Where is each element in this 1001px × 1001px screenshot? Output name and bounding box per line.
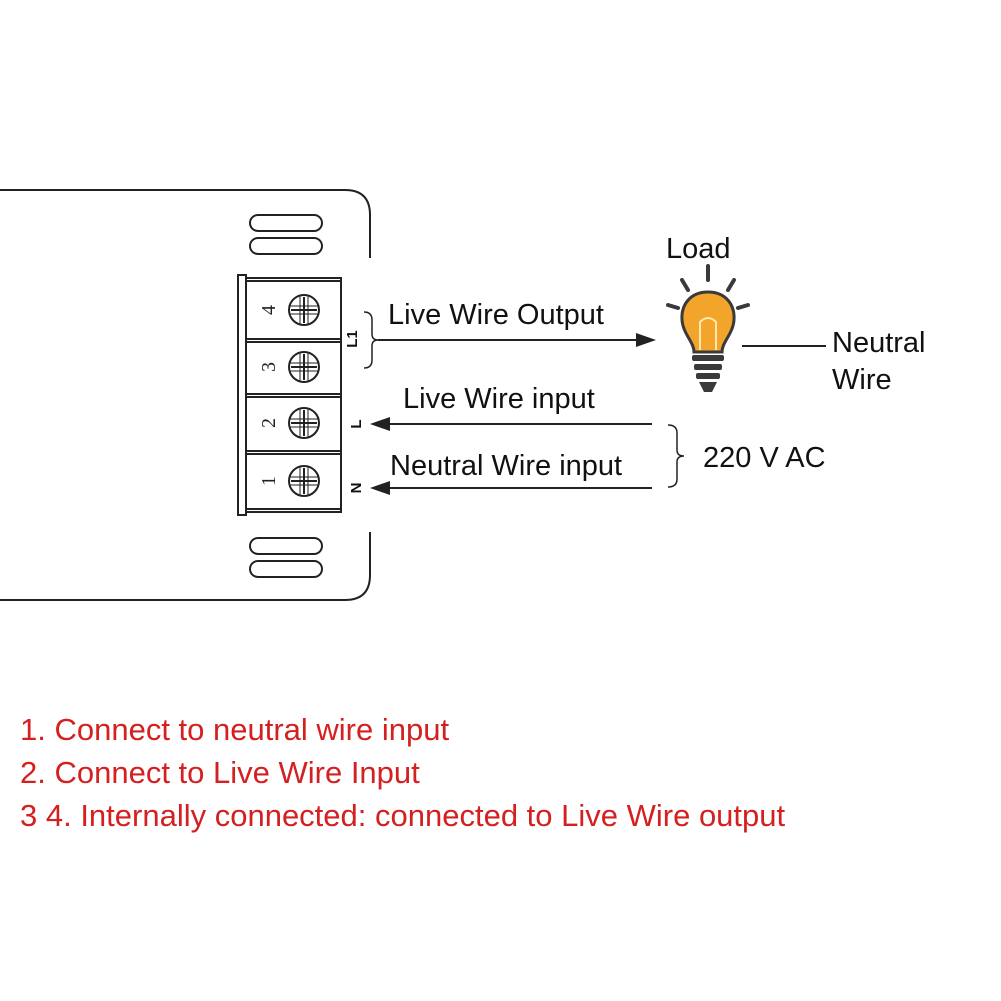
device-housing: [0, 189, 371, 601]
terminal-4-screw: [288, 294, 320, 326]
note-item: 3 4. Internally connected: connected to …: [20, 798, 786, 833]
bulb-base: [692, 355, 724, 392]
terminal-screws: [288, 294, 320, 497]
terminal-label-l: L: [348, 419, 365, 428]
note-item: 1. Connect to neutral wire input: [20, 712, 450, 747]
supply-voltage-label: 220 V AC: [703, 442, 826, 474]
note-item: 2. Connect to Live Wire Input: [20, 755, 420, 790]
live-wire-output-label: Live Wire Output: [388, 299, 604, 331]
terminal-number-2: 2: [258, 418, 280, 428]
terminal-3-screw: [288, 351, 320, 383]
supply-brace: [667, 424, 685, 488]
terminal-number-1: 1: [258, 476, 280, 486]
vent-slots-top: [249, 214, 323, 255]
terminal-label-l1: L1: [344, 330, 361, 348]
terminal-1-screw: [288, 465, 320, 497]
output-terminals-brace: [363, 311, 379, 369]
neutral-wire-label-line2: Wire: [832, 364, 892, 396]
live-wire-input-label: Live Wire input: [403, 383, 595, 415]
terminal-number-3: 3: [258, 362, 280, 372]
live-wire-output-arrow: [378, 333, 656, 347]
neutral-wire-label-line1: Neutral: [832, 327, 926, 359]
vent-slots-bottom: [249, 537, 323, 578]
load-label: Load: [666, 233, 731, 265]
neutral-wire-input-label: Neutral Wire input: [390, 450, 622, 482]
neutral-wire-input-arrow: [370, 481, 652, 495]
wiring-diagram: 4 3 2 1 L1 L N Live Wire Output Live Wir…: [0, 189, 926, 601]
light-bulb-icon: [666, 264, 750, 392]
terminal-label-n: N: [348, 483, 365, 494]
bulb-rays: [666, 264, 750, 310]
wiring-notes: 1. Connect to neutral wire input 2. Conn…: [20, 708, 785, 837]
bulb-glass: [680, 290, 736, 354]
terminal-number-4: 4: [258, 305, 280, 315]
terminal-2-screw: [288, 407, 320, 439]
live-wire-input-arrow: [370, 417, 652, 431]
terminal-block: [237, 274, 342, 516]
